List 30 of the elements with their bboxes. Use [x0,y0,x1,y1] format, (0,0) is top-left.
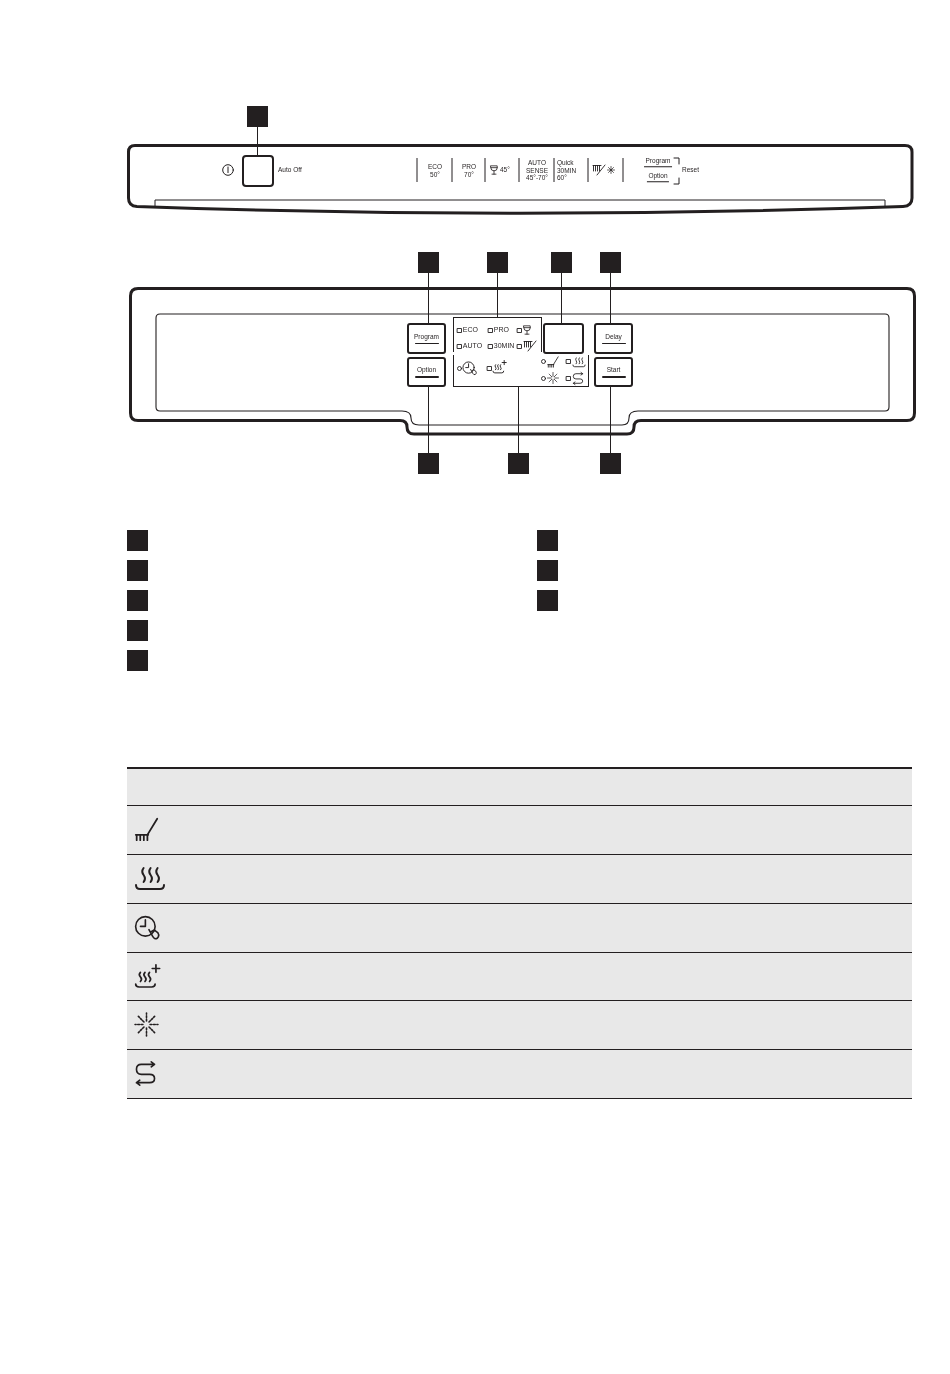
control-panel [129,287,916,436]
callout-marker [537,530,558,551]
leader-line [257,126,258,156]
callout-marker [127,590,148,611]
display-window [543,323,584,354]
leader-line [497,272,498,318]
push-button [242,155,274,187]
callout-marker [600,453,621,474]
callout-marker [418,453,439,474]
callout-marker [551,252,572,273]
callout-marker [127,650,148,671]
callout-marker [537,590,558,611]
callout-marker [127,620,148,641]
leader-line [518,386,519,454]
indicator-panel [453,317,542,352]
leader-line [561,272,562,324]
indicator-panel [453,355,589,387]
leader-line [428,272,429,324]
callout-marker [247,106,268,127]
callout-marker [418,252,439,273]
callout-marker [508,453,529,474]
leader-line [610,272,611,324]
callout-marker [127,530,148,551]
callout-marker [487,252,508,273]
control-panel [127,144,914,217]
callout-marker [127,560,148,581]
callout-marker [537,560,558,581]
callout-marker [600,252,621,273]
leader-line [610,386,611,454]
leader-line [428,386,429,454]
